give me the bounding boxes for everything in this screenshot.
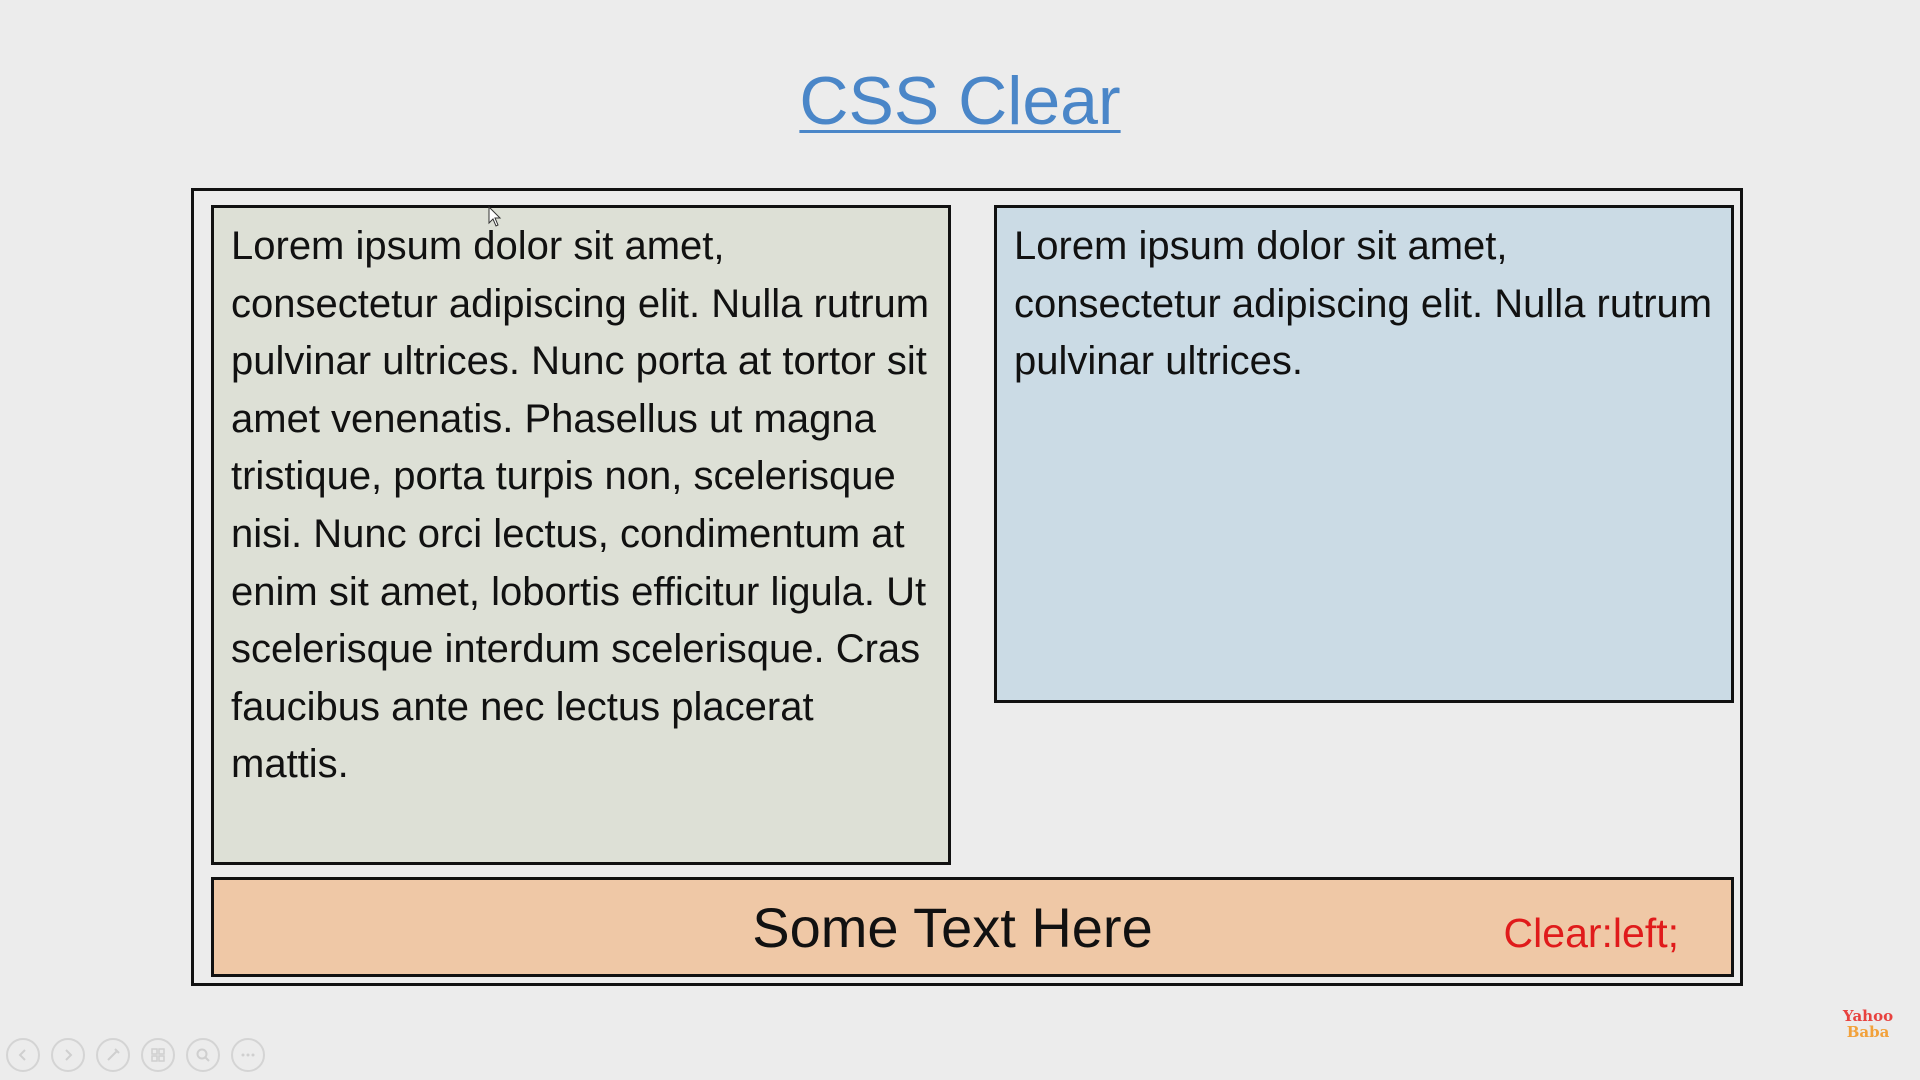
slides-icon[interactable] — [141, 1038, 175, 1072]
cleared-element: Some Text Here Clear:left; — [211, 877, 1734, 977]
bottom-text: Some Text Here — [752, 896, 1153, 959]
zoom-icon[interactable] — [186, 1038, 220, 1072]
logo-line-1: Yahoo — [1842, 1007, 1894, 1025]
float-left-box: Lorem ipsum dolor sit amet, consectetur … — [211, 205, 951, 865]
clear-label: Clear:left; — [1503, 910, 1679, 956]
float-right-box: Lorem ipsum dolor sit amet, consectetur … — [994, 205, 1734, 703]
slideshow-toolbar — [6, 1038, 265, 1072]
logo-line-2: Baba — [1846, 1023, 1890, 1041]
next-icon[interactable] — [51, 1038, 85, 1072]
pen-icon[interactable] — [96, 1038, 130, 1072]
right-box-text: Lorem ipsum dolor sit amet, consectetur … — [1014, 224, 1713, 384]
brand-logo: Yahoo Baba — [1838, 1008, 1898, 1040]
left-box-text: Lorem ipsum dolor sit amet, consectetur … — [231, 224, 930, 787]
container-box: Lorem ipsum dolor sit amet, consectetur … — [191, 188, 1743, 986]
mouse-cursor-icon — [488, 206, 502, 227]
slide-title[interactable]: CSS Clear — [799, 63, 1121, 139]
more-icon[interactable] — [231, 1038, 265, 1072]
previous-icon[interactable] — [6, 1038, 40, 1072]
